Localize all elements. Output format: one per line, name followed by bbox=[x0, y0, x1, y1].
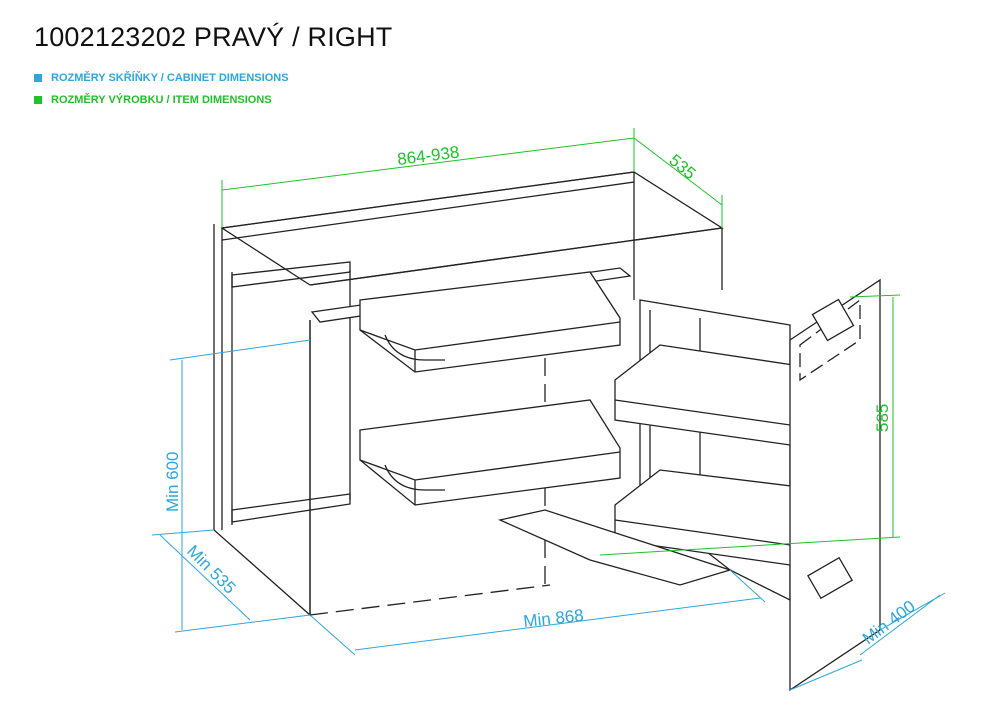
cabinet-width-label: Min 868 bbox=[522, 606, 584, 631]
legend-swatch-green bbox=[34, 96, 42, 104]
cabinet-dimensions bbox=[151, 339, 946, 691]
legend-cabinet-dimensions: ROZMĚRY SKŘÍŇKY / CABINET DIMENSIONS bbox=[34, 72, 289, 84]
item-depth-label: 535 bbox=[665, 151, 699, 184]
page-title: 1002123202 PRAVÝ / RIGHT bbox=[34, 22, 393, 52]
legend-label: ROZMĚRY SKŘÍŇKY / CABINET DIMENSIONS bbox=[51, 72, 289, 84]
door-unit bbox=[497, 278, 881, 692]
legend-swatch-blue bbox=[34, 74, 42, 82]
item-width-label: 864-938 bbox=[396, 143, 460, 169]
item-height-label: 585 bbox=[873, 404, 892, 432]
legend-label: ROZMĚRY VÝROBKU / ITEM DIMENSIONS bbox=[51, 94, 272, 106]
cabinet-depth-label: Min 535 bbox=[183, 541, 239, 597]
legend-item-dimensions: ROZMĚRY VÝROBKU / ITEM DIMENSIONS bbox=[34, 94, 272, 106]
cabinet-height-label: Min 600 bbox=[163, 452, 182, 512]
left-baskets bbox=[359, 271, 621, 506]
item-dimensions bbox=[221, 128, 901, 556]
